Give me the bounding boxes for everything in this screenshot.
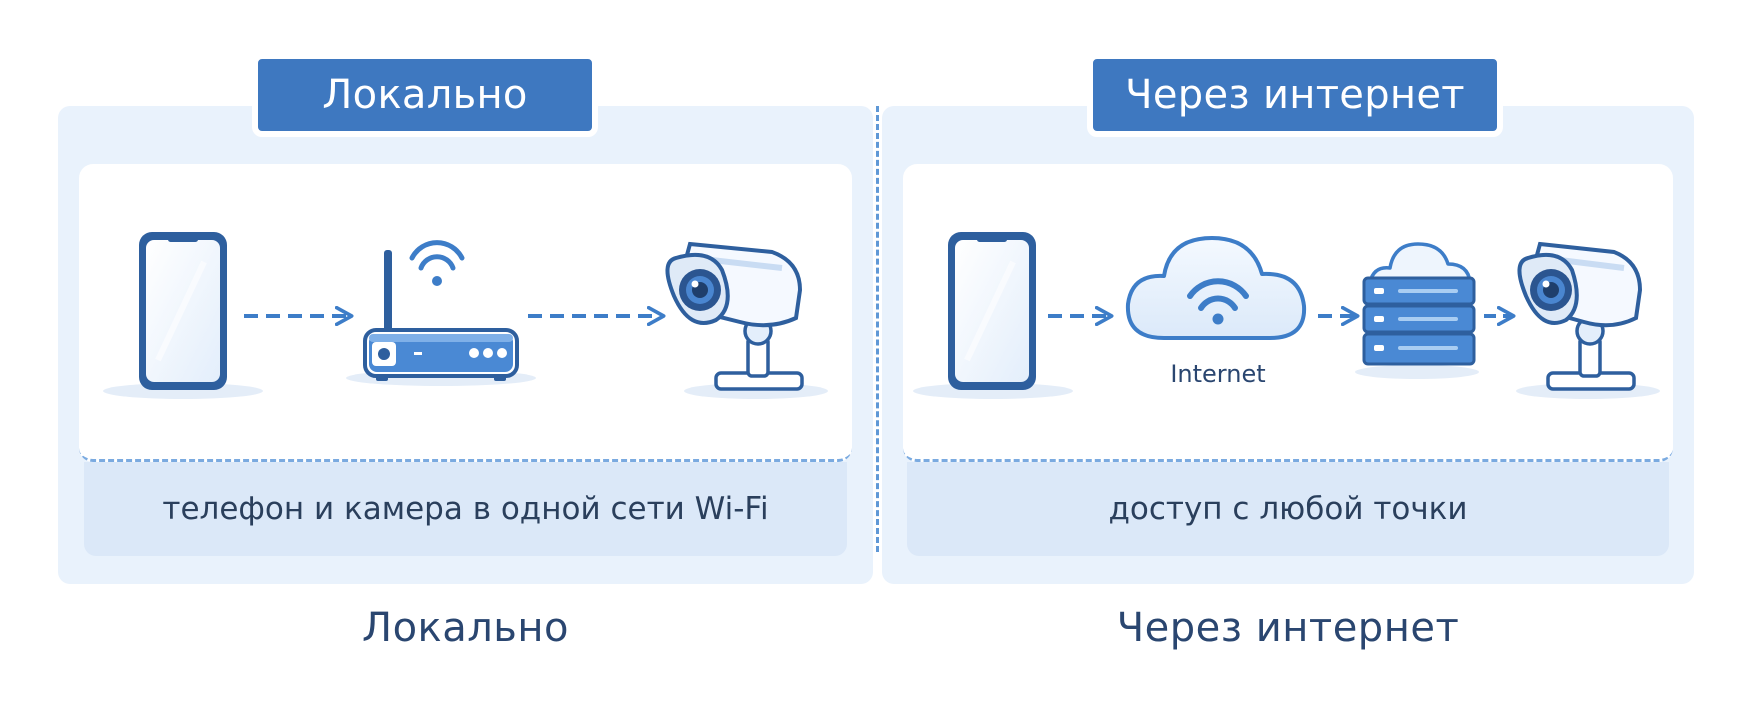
internet-note: доступ с любой точки (907, 462, 1669, 556)
security-camera-icon (1516, 241, 1660, 399)
internet-label: Internet (1170, 360, 1265, 388)
wifi-router-icon (346, 240, 536, 386)
panel-divider (876, 106, 879, 552)
local-note: телефон и камера в одной сети Wi-Fi (84, 462, 847, 556)
internet-cloud-icon (1125, 236, 1307, 340)
internet-caption: Через интернет (1116, 605, 1460, 651)
internet-tag: Через интернет (1087, 53, 1503, 137)
local-tag: Локально (252, 53, 598, 137)
security-camera-icon (665, 241, 828, 399)
local-caption: Локально (362, 605, 569, 651)
smartphone-icon (103, 232, 263, 399)
cloud-server-icon (1355, 242, 1479, 379)
smartphone-icon (913, 232, 1073, 399)
